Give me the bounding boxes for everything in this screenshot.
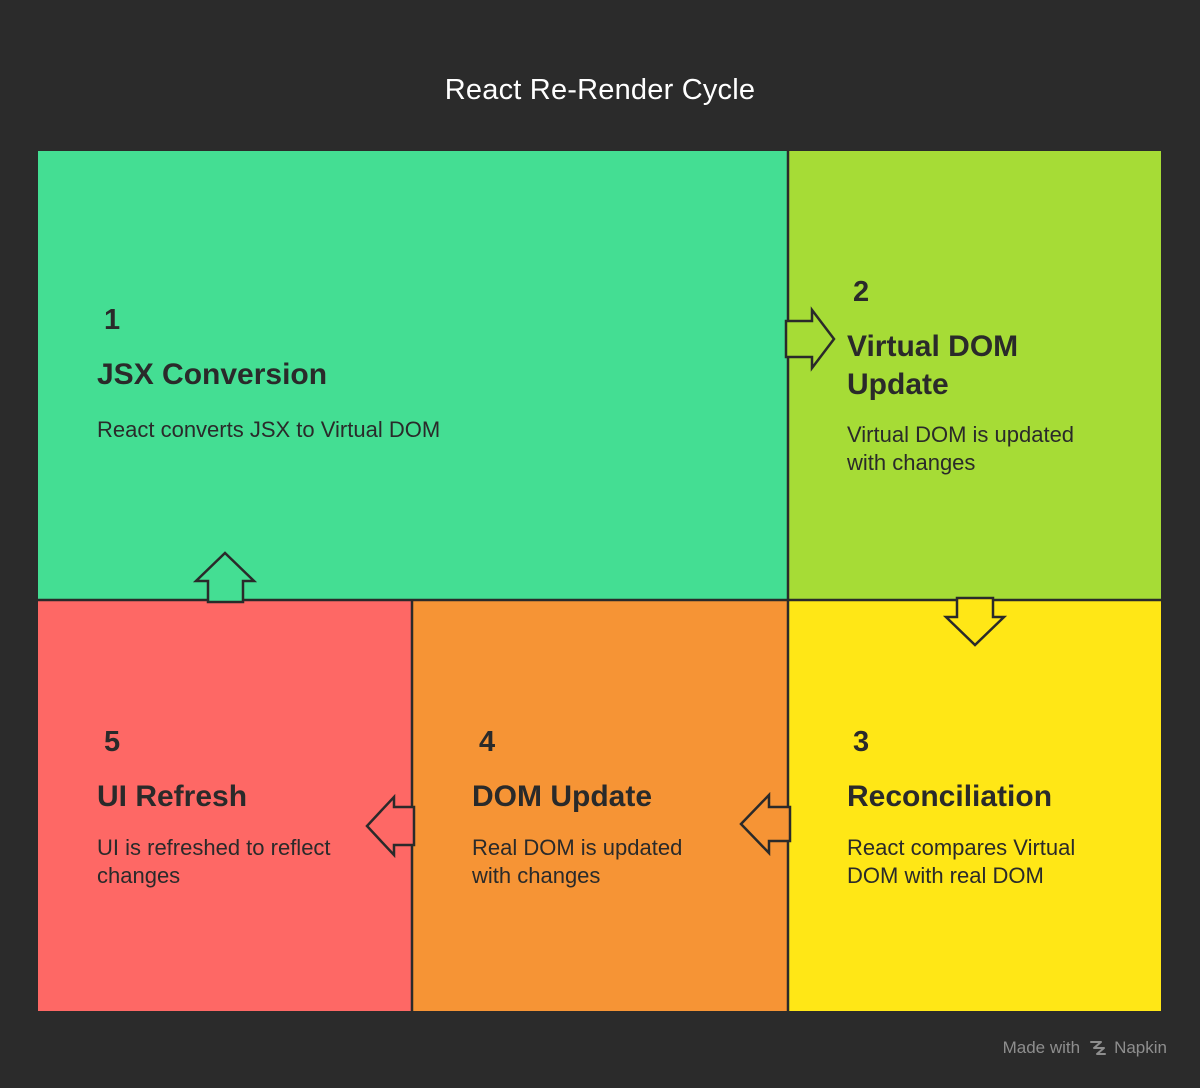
- arrow-up-icon: [192, 551, 258, 604]
- step-description-line: with changes: [847, 450, 976, 475]
- block-dom-update: [412, 600, 788, 1011]
- step-title-line: Virtual DOM: [847, 330, 1019, 363]
- step-4-description: Real DOM is updated with changes: [472, 834, 682, 890]
- made-with-label: Made with: [1002, 1038, 1081, 1057]
- step-3: 3: [853, 726, 869, 758]
- step-description-line: Real DOM is updated: [472, 835, 683, 860]
- step-title: DOM Update: [472, 780, 652, 813]
- step-3-description: React compares Virtual DOM with real DOM: [847, 834, 1075, 890]
- step-number: 3: [853, 726, 870, 758]
- step-5-title: UI Refresh: [97, 778, 247, 816]
- step-5-description: UI is refreshed to reflect changes: [97, 834, 331, 890]
- step-description-line: changes: [97, 863, 181, 888]
- step-2-title: Virtual DOM Update: [847, 328, 1018, 404]
- block-virtual-dom-update: [788, 151, 1161, 600]
- step-1-title: JSX Conversion: [97, 356, 327, 394]
- step-description-line: with changes: [472, 863, 601, 888]
- arrow-left-icon: [365, 793, 416, 859]
- step-title-line: Update: [847, 368, 949, 401]
- step-description-line: React compares Virtual: [847, 835, 1076, 860]
- arrow-down-icon: [942, 596, 1008, 647]
- arrow-left-icon: [739, 791, 792, 857]
- step-title: JSX Conversion: [97, 358, 328, 391]
- step-description-line: Virtual DOM is updated: [847, 422, 1075, 447]
- block-ui-refresh: [38, 600, 412, 1011]
- page-title: React Re-Render Cycle: [444, 74, 756, 106]
- step-title: UI Refresh: [97, 780, 248, 813]
- step-number: 5: [104, 726, 121, 758]
- step-5: 5: [104, 726, 120, 758]
- made-with-napkin-credit: Made with Napkin: [1003, 1038, 1167, 1058]
- step-4: 4: [479, 726, 495, 758]
- step-3-title: Reconciliation: [847, 778, 1052, 816]
- step-1: 1: [104, 304, 120, 336]
- step-2: 2: [853, 276, 869, 308]
- step-4-title: DOM Update: [472, 778, 652, 816]
- step-number: 2: [853, 276, 870, 308]
- napkin-logo-icon: [1088, 1038, 1108, 1058]
- step-description: React converts JSX to Virtual DOM: [97, 417, 441, 442]
- block-reconciliation: [788, 600, 1161, 1011]
- step-number: 4: [479, 726, 496, 758]
- step-1-description: React converts JSX to Virtual DOM: [97, 416, 440, 444]
- step-description-line: DOM with real DOM: [847, 863, 1044, 888]
- step-title: Reconciliation: [847, 780, 1053, 813]
- step-2-description: Virtual DOM is updated with changes: [847, 421, 1074, 477]
- block-jsx-conversion: [38, 151, 788, 600]
- arrow-right-icon: [784, 306, 836, 372]
- napkin-brand: Napkin: [1114, 1038, 1167, 1057]
- step-description-line: UI is refreshed to reflect: [97, 835, 331, 860]
- step-number: 1: [104, 304, 121, 336]
